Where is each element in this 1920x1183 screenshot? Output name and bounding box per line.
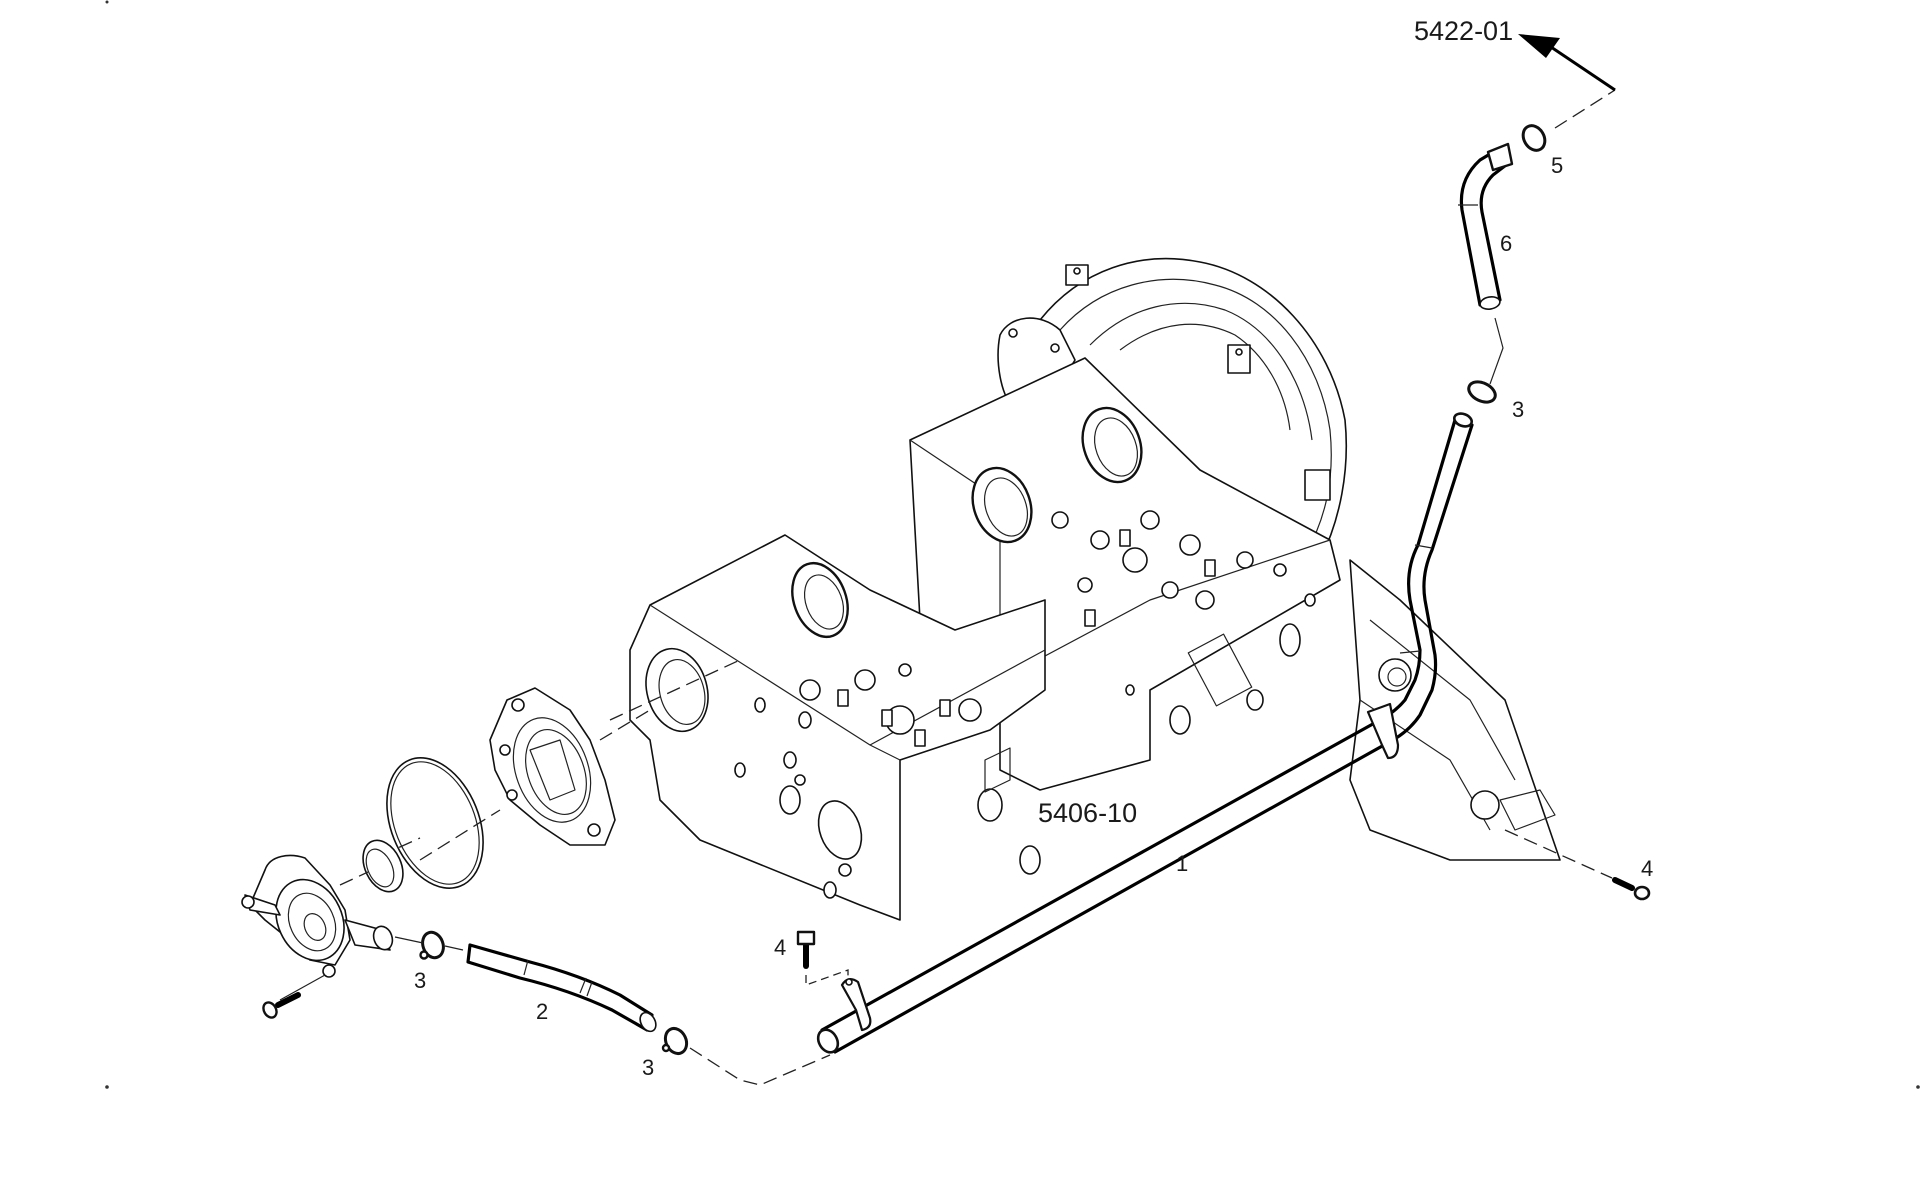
deck-holes [1051,510,1287,627]
callout-4-front: 4 [774,935,787,960]
axis-line-gasket [419,809,501,861]
axis-line-pipe-front [689,1047,831,1086]
reference-arrow [1518,34,1616,92]
hose-clamp-3-pipe-front [661,1026,689,1056]
upper-elbow-hose-6 [1458,142,1514,310]
reference-label-5406-10: 5406-10 [1038,798,1138,828]
pump-housing-flange [489,687,616,846]
lower-right-casting [1349,559,1561,861]
front-deck-holes [799,663,982,747]
axis-line-flange [599,709,651,741]
axis-line-rear-bolt [1504,829,1613,879]
callout-2: 2 [536,999,549,1024]
pump-bolt [262,992,301,1019]
hose-clamp-3-pump-side [419,930,445,960]
callout-5: 5 [1551,153,1564,178]
reference-label-5422-01: 5422-01 [1414,16,1514,46]
lower-hose-2 [466,943,657,1033]
callout-3-pipe-front: 3 [642,1055,655,1080]
callout-3-pump-side: 3 [414,968,427,993]
callout-4-rear: 4 [1641,856,1654,881]
bracket-bolt-4-rear [1612,877,1651,901]
axis-line-elbow [1489,317,1504,385]
callout-3-pipe-rear: 3 [1512,397,1525,422]
water-pump [241,854,394,978]
callout-6: 6 [1500,231,1513,256]
seal-ring [362,839,404,893]
axis-line-pump [339,871,369,886]
o-ring-gasket [386,757,484,889]
registration-marks [105,0,1920,1089]
coolant-pipe-1 [816,412,1474,1054]
bracket-bolt-4-front [796,930,849,986]
engine-block-front [609,534,1046,921]
axis-line-upper [1554,89,1616,129]
callout-1: 1 [1176,851,1189,876]
axis-line-pump-bolt [279,974,326,1001]
hose-clamp-3-pipe-rear [1467,380,1497,404]
hose-clamp-5 [1521,124,1547,152]
